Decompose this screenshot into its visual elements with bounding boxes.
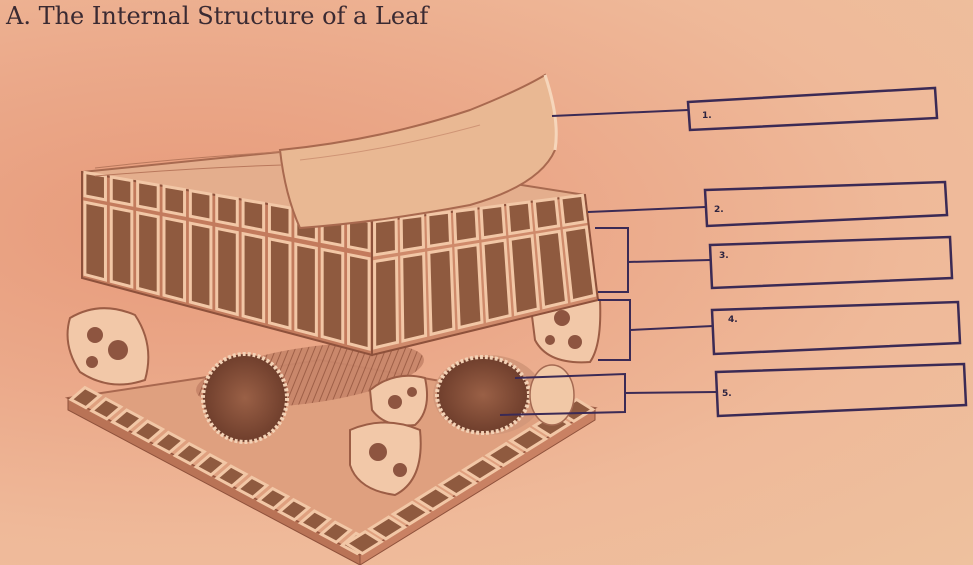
lower-epidermis-cell: [318, 520, 353, 545]
label-box-1[interactable]: 1.: [686, 86, 939, 132]
lower-epidermis-cell: [151, 430, 187, 455]
label-box-5[interactable]: 5.: [714, 362, 968, 418]
label-box-3[interactable]: 3.: [708, 235, 954, 290]
epidermis-cell: [109, 175, 134, 207]
palisade-cell: [294, 242, 318, 338]
label-box-2[interactable]: 2.: [703, 180, 949, 228]
epidermis-cell: [426, 210, 453, 249]
lower-epidermis-cell: [68, 385, 103, 410]
lower-epidermis-cell: [172, 441, 207, 466]
epidermis-cell: [83, 170, 107, 202]
epidermis-cell: [136, 179, 160, 212]
cuticle: [94, 73, 558, 230]
palisade-cell: [562, 225, 597, 303]
palisade-cell: [427, 247, 456, 337]
lower-epidermis-cell: [193, 453, 228, 477]
epidermis-cell: [162, 184, 187, 217]
epidermis-cell: [267, 202, 292, 238]
lower-epidermis-cell: [461, 456, 502, 482]
lower-epidermis-cell: [508, 427, 549, 453]
palisade-cell: [215, 226, 239, 317]
lower-epidermis-cell: [367, 515, 408, 541]
palisade-cell: [267, 237, 292, 331]
lower-epidermis-cell: [276, 497, 312, 522]
palisade-cell: [320, 247, 345, 344]
epidermis-cell: [506, 200, 534, 236]
palisade-cell: [347, 252, 371, 351]
epidermis-cell: [532, 197, 561, 232]
leader-lines: [499, 109, 717, 416]
lower-epidermis-cell: [130, 419, 166, 444]
epidermis-cell: [188, 188, 213, 223]
palisade-cell: [535, 229, 569, 310]
palisade-cell: [400, 251, 428, 343]
lower-epidermis-cell: [437, 471, 478, 497]
epidermis-cell: [452, 207, 480, 244]
palisade-cell: [188, 221, 213, 310]
palisade-cell: [508, 234, 540, 317]
lower-epidermis-cell: [390, 500, 431, 526]
palisade-cell: [83, 200, 107, 282]
palisade-cells-side: [373, 193, 597, 350]
epidermis-cell: [399, 213, 425, 253]
lower-epidermis-cell: [255, 486, 291, 511]
lower-epidermis-cells: [68, 385, 596, 556]
palisade-cell: [136, 210, 160, 296]
lower-epidermis-cell: [89, 396, 124, 421]
lower-epidermis-cell: [343, 530, 384, 556]
palisade-cell: [162, 216, 187, 303]
label-box-4[interactable]: 4.: [710, 300, 962, 356]
label-box-2-number: 2.: [714, 205, 724, 215]
epidermis-cell: [559, 193, 588, 227]
lower-epidermis-cell: [414, 485, 455, 512]
palisade-cell: [109, 205, 134, 289]
epidermis-cell: [215, 193, 239, 228]
lower-epidermis-cell: [109, 408, 145, 432]
palisade-cell: [241, 231, 266, 324]
lower-epidermis-cell: [484, 441, 525, 468]
palisade-cells-front: [83, 170, 371, 351]
palisade-cell: [373, 256, 399, 350]
label-box-4-number: 4.: [728, 315, 738, 325]
palisade-cell: [454, 242, 484, 330]
epidermis-cell: [241, 197, 266, 233]
lower-epidermis-cell: [235, 475, 270, 500]
page-title: A. The Internal Structure of a Leaf: [6, 2, 429, 30]
lower-epidermis-cell: [297, 509, 333, 533]
palisade-cell: [481, 238, 512, 323]
epidermis-cell: [373, 217, 398, 257]
label-box-5-number: 5.: [722, 389, 732, 399]
epidermis-cell: [479, 203, 507, 240]
label-box-1-number: 1.: [702, 111, 712, 121]
label-box-3-number: 3.: [719, 251, 729, 261]
lower-epidermis-cell: [214, 464, 249, 488]
